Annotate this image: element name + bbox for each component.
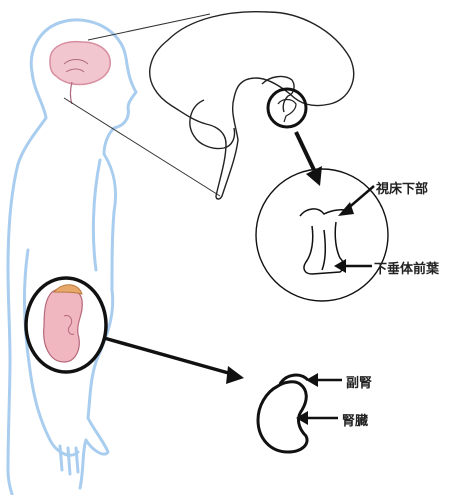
kidney-pointer <box>296 411 338 425</box>
arrow-to-kidney <box>104 338 244 384</box>
abdomen-highlight <box>26 278 106 372</box>
human-body-silhouette <box>8 20 136 494</box>
adrenal-pointer <box>306 373 342 387</box>
label-adrenal-gland: 副腎 <box>346 372 372 391</box>
arrow-to-enlargement <box>296 132 322 186</box>
hypothalamus-pointer <box>338 186 374 216</box>
enlargement-circle <box>256 169 388 301</box>
label-kidney: 腎臓 <box>342 410 368 429</box>
kidney-drawing <box>258 375 308 452</box>
label-hypothalamus: 視床下部 <box>376 178 428 197</box>
anterior-pituitary-pointer <box>334 259 372 273</box>
head-brain <box>50 42 110 104</box>
pituitary-sketch-small <box>278 100 296 123</box>
label-anterior-pituitary: 下垂体前葉 <box>374 258 439 277</box>
hypothalamus-highlight-circle <box>268 89 306 127</box>
